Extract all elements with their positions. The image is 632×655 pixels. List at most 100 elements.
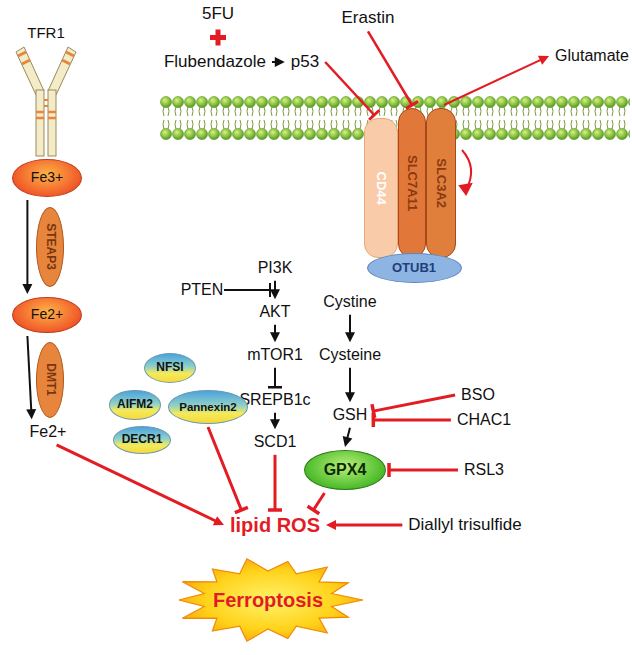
enzyme-oval: GPX4 — [304, 450, 386, 490]
arrowhead — [213, 516, 224, 525]
node-text: Fe2+ — [31, 307, 63, 322]
node-text: lipid ROS — [230, 514, 320, 536]
node-text: GSH — [333, 406, 368, 424]
inhibitor-label: CHAC1 — [454, 410, 514, 430]
node-text: CD44 — [374, 171, 388, 204]
protein-oval: NFSI — [144, 353, 196, 383]
node-text: NFSI — [156, 361, 183, 374]
connector — [274, 368, 276, 387]
node-text: SLC7A11 — [405, 155, 419, 211]
pathway-label: SCD1 — [251, 432, 300, 452]
inhibitor-label: RSL3 — [461, 460, 507, 480]
drug-label: 5FU — [202, 5, 234, 24]
connector — [334, 524, 402, 527]
node-text: AIFM2 — [117, 398, 153, 411]
node-text: OTUB1 — [392, 261, 436, 275]
protein-oval: Pannexin2 — [168, 390, 249, 424]
pathway-label: PI3K — [255, 258, 296, 278]
iron-oval: Fe2+ — [12, 297, 82, 333]
node-text: Diallyl trisulfide — [408, 516, 521, 535]
node-text: STEAP3 — [43, 224, 56, 271]
pten-inhibition — [224, 283, 270, 297]
drug-label: Flubendazole — [161, 52, 269, 73]
metabolite-label: Glutamate — [552, 46, 632, 66]
arrowhead — [270, 332, 280, 342]
arrowhead — [275, 57, 285, 67]
node-text: SCD1 — [254, 433, 297, 451]
node-text: Fe2+ — [30, 423, 67, 441]
inhibition-bar — [235, 507, 248, 512]
node-text: SLC3A2 — [434, 158, 448, 208]
arrowhead — [22, 284, 32, 294]
metabolite-label: Cysteine — [316, 345, 384, 365]
metabolite-label: GSH — [330, 405, 371, 425]
node-text: Glutamate — [555, 47, 629, 65]
node-text: CHAC1 — [457, 411, 511, 429]
node-text: PTEN — [181, 281, 224, 299]
drug-label: Erastin — [339, 8, 398, 29]
tfr1-receptor — [16, 47, 76, 156]
metabolite-label: Cystine — [320, 292, 379, 312]
connector — [208, 427, 241, 510]
connector — [373, 418, 451, 421]
arrowhead — [270, 419, 280, 429]
connector — [26, 200, 28, 286]
connector — [349, 368, 351, 394]
protein-oval: OTUB1 — [367, 253, 462, 283]
node-text: p53 — [291, 53, 319, 72]
protein-oval: AIFM2 — [109, 390, 162, 420]
compound-label: Diallyl trisulfide — [405, 515, 524, 536]
inhibition-bar — [268, 508, 282, 512]
node-text: mTOR1 — [247, 346, 303, 364]
connector — [368, 31, 412, 105]
connector — [274, 455, 277, 510]
transport-arrow — [460, 150, 471, 194]
plus-sign — [210, 30, 226, 46]
transporter-subunit: CD44 — [364, 118, 398, 258]
arrowhead — [345, 392, 355, 402]
node-text: SREPB1c — [239, 391, 310, 409]
arrowhead — [538, 56, 549, 65]
inhibition-bar — [308, 506, 320, 514]
node-text: Ferroptosis — [213, 589, 323, 611]
connector — [444, 59, 542, 105]
connector — [389, 469, 458, 472]
connector — [373, 395, 455, 411]
inhibition-bar — [268, 386, 282, 389]
node-text: GPX4 — [324, 461, 367, 479]
node-text: Erastin — [342, 9, 395, 28]
iron-label: Fe2+ — [27, 422, 70, 442]
protein-oval: DMT1 — [36, 342, 64, 418]
connector — [325, 62, 374, 115]
transporter-subunit: SLC7A11 — [398, 108, 426, 258]
node-text: Cystine — [323, 293, 376, 311]
node-text: DECR1 — [122, 433, 163, 446]
arrowhead — [326, 520, 336, 530]
protein-oval: DECR1 — [113, 426, 172, 454]
node-text: Pannexin2 — [179, 401, 237, 414]
node-text: AKT — [259, 303, 290, 321]
connector — [349, 315, 351, 334]
node-text: Flubendazole — [164, 53, 266, 72]
protein-oval: STEAP3 — [36, 207, 64, 287]
iron-oval: Fe3+ — [12, 159, 82, 197]
arrowhead — [345, 332, 355, 342]
receptor-label: TFR1 — [27, 25, 65, 42]
arrowhead — [270, 289, 280, 299]
ferroptosis-burst: Ferroptosis — [168, 555, 368, 645]
arrowhead — [343, 436, 353, 447]
outcome-label: lipid ROS — [227, 513, 323, 537]
connector — [27, 336, 31, 411]
protein-label: p53 — [288, 52, 322, 73]
connector — [313, 493, 324, 510]
arrowhead — [26, 409, 36, 419]
inhibitor-label: BSO — [458, 385, 498, 405]
pathway-label: mTOR1 — [244, 345, 306, 365]
connector — [57, 445, 217, 522]
pathway-label: AKT — [256, 302, 293, 322]
inhibition-bar — [387, 463, 391, 477]
node-text: Fe3+ — [31, 170, 63, 185]
node-text: BSO — [461, 386, 495, 404]
